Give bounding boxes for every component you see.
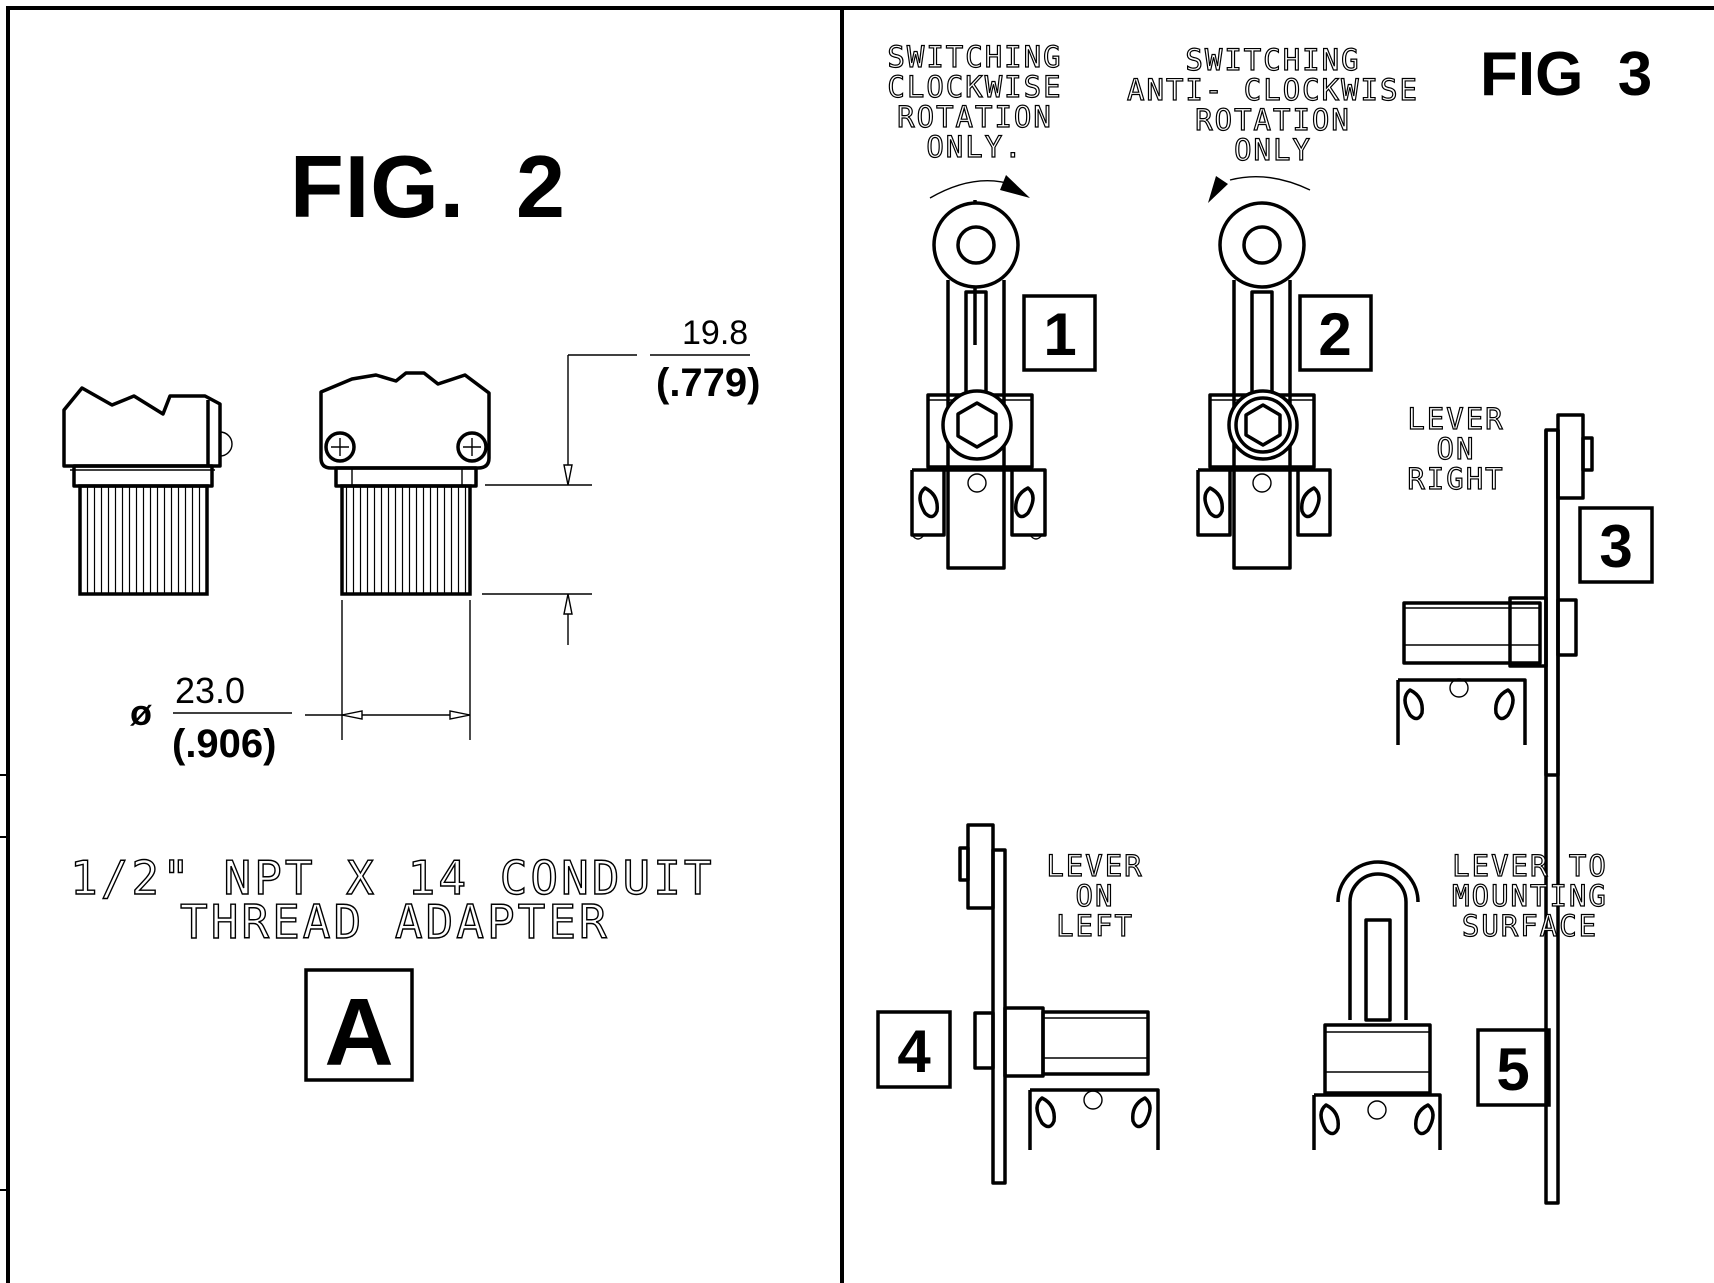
switch-2-label-box — [1298, 294, 1373, 372]
note2-line1: SWITCHING — [1185, 43, 1360, 77]
note3-line3: RIGHT — [1407, 462, 1504, 496]
note5-line3: SURFACE — [1462, 909, 1598, 943]
note4-line1: LEVER — [1046, 849, 1143, 883]
note2-line3: ROTATION — [1195, 103, 1351, 137]
dim-dia-in: (.906) — [172, 722, 277, 766]
note4-line3: LEFT — [1056, 909, 1134, 943]
adapter-front-view — [319, 371, 491, 596]
switch-4-label: 4 — [897, 1018, 931, 1085]
note1-line4: ONLY. — [926, 130, 1023, 164]
height-dimension — [482, 354, 750, 645]
switch-5-label-box — [1476, 1028, 1551, 1107]
dim-height-in: (.779) — [656, 361, 761, 405]
note-lever-left: LEVER ON LEFT — [1046, 848, 1143, 943]
fig2-caption-line2: THREAD ADAPTER — [180, 895, 610, 949]
switch-3-drawing — [1396, 413, 1594, 1205]
switch-5-drawing — [1312, 860, 1442, 1150]
switch-3-label-box — [1578, 506, 1654, 584]
note-anticlockwise: SWITCHING ANTI- CLOCKWISE ROTATION ONLY — [1126, 42, 1419, 167]
note1-line1: SWITCHING — [887, 40, 1062, 74]
switch-1-label-box — [1022, 294, 1097, 372]
note5-line1: LEVER TO — [1452, 849, 1608, 883]
diameter-dimension — [173, 600, 471, 740]
fig2-letter: A — [324, 979, 393, 1086]
dim-dia-mm: 23.0 — [175, 670, 245, 711]
switch-4-drawing — [958, 823, 1160, 1185]
note-lever-right: LEVER ON RIGHT — [1407, 401, 1504, 496]
note5-line2: MOUNTING — [1452, 879, 1608, 913]
note3-line2: ON — [1437, 432, 1476, 466]
note2-line4: ONLY — [1234, 133, 1312, 167]
switch-3-label: 3 — [1599, 513, 1632, 580]
switch-2-drawing — [1196, 201, 1332, 570]
dim-height-mm: 19.8 — [682, 314, 748, 352]
fig2-caption-line1: 1/2" NPT X 14 CONDUIT — [70, 851, 715, 905]
sheet-border — [0, 6, 1714, 1283]
switch-4-label-box — [876, 1010, 952, 1089]
note-lever-to-mounting: LEVER TO MOUNTING SURFACE — [1452, 848, 1608, 943]
switch-2-label: 2 — [1318, 301, 1351, 368]
note-clockwise: SWITCHING CLOCKWISE ROTATION ONLY. — [887, 39, 1062, 164]
adapter-side-view — [62, 386, 233, 596]
fig2-title: FIG. 2 — [290, 137, 566, 236]
fig2-letter-box — [304, 968, 414, 1082]
switch-1-label: 1 — [1043, 301, 1076, 368]
note4-line2: ON — [1076, 879, 1115, 913]
note2-line2: ANTI- CLOCKWISE — [1127, 73, 1419, 107]
switch-1-drawing — [910, 200, 1047, 570]
fig3-title: FIG 3 — [1480, 40, 1652, 109]
note3-line1: LEVER — [1407, 402, 1504, 436]
note1-line3: ROTATION — [897, 100, 1053, 134]
dia-symbol: ø — [130, 692, 152, 733]
anticlockwise-arrow — [1229, 176, 1311, 191]
switch-5-label: 5 — [1496, 1036, 1529, 1103]
note1-line2: CLOCKWISE — [887, 70, 1062, 104]
